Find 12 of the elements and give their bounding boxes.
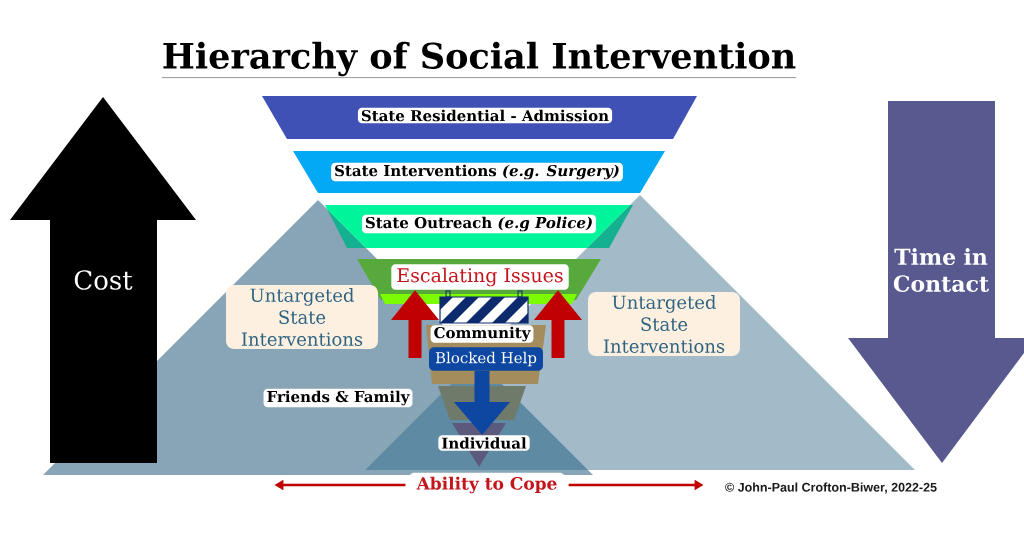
funnel-level: State Interventions (e.g. Surgery) <box>293 151 665 193</box>
label-box: Individual <box>438 435 530 451</box>
funnel-level: State Outreach (e.g Police) <box>325 205 630 248</box>
label-box: Community <box>430 325 534 343</box>
node-label: Ability to Cope <box>416 476 557 494</box>
note-box: Untargeted State Interventions <box>226 285 378 349</box>
title: Hierarchy of Social Intervention <box>161 41 797 78</box>
funnel-level: State Residential - Admission <box>262 96 697 139</box>
copyright-text: © John-Paul Crofton-Biwer, 2022-25 <box>725 482 937 494</box>
label-box: Ability to Cope <box>408 472 566 498</box>
note-box: Untargeted State Interventions <box>588 292 740 356</box>
label-box: Blocked Help <box>429 347 543 371</box>
